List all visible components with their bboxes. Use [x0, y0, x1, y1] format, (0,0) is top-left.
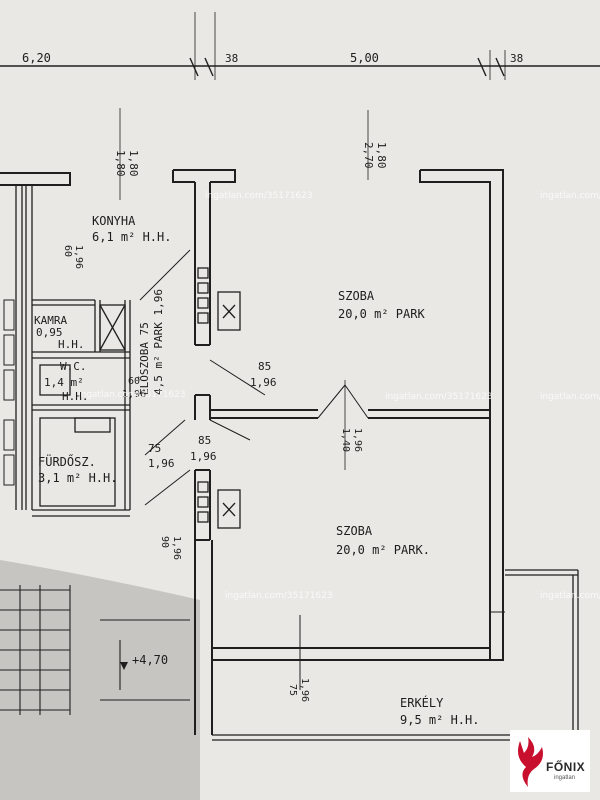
vent-blocks — [197, 267, 241, 529]
watermark-3: ingatlan.com/35171623 — [225, 591, 333, 601]
watermark-7: ingatlan.com/35171623 — [540, 591, 600, 601]
watermark-5: ingatlan.com/35171623 — [540, 191, 600, 201]
dim-kitchen-h1: 1,80 — [114, 150, 127, 177]
level-marker-symbol — [120, 662, 128, 670]
wc-name: W.C. — [60, 360, 87, 373]
bath-area: 3,1 m² H.H. — [38, 471, 117, 485]
dim-door85a-2: 1,96 — [250, 376, 277, 389]
dim-balcony-door2: 1,96 — [299, 678, 310, 702]
phoenix-icon — [518, 737, 543, 787]
door-swings — [139, 249, 505, 690]
balcony-name: ERKÉLY — [400, 695, 444, 710]
dim-room-h2: 1,80 — [375, 142, 388, 169]
watermark-4: ingatlan.com/35171623 — [78, 390, 186, 400]
bath-name: FÜRDŐSZ. — [38, 453, 96, 469]
dim-balcony-door1: 75 — [287, 684, 298, 696]
dim-room-door2: 1,96 — [352, 428, 363, 452]
dim-bath-door2: 1,96 — [148, 457, 175, 470]
dim-room-door1: 1,40 — [340, 428, 351, 452]
room2-name: SZOBA — [336, 524, 373, 538]
watermark-2: ingatlan.com/35171623 — [385, 392, 493, 402]
wc-floor: H.H. — [62, 390, 89, 403]
dim-kitchen-h2: 1,80 — [127, 150, 140, 177]
watermark-1: ingatlan.com/35171623 — [205, 191, 313, 201]
balcony-area: 9,5 m² H.H. — [400, 713, 479, 727]
pantry-name: KAMRA — [34, 314, 67, 327]
dim-hall-door2: 1,96 — [171, 536, 182, 560]
dim-top-mid: 5,00 — [350, 51, 379, 65]
dim-wc-door2: 1,96 — [122, 389, 146, 400]
hall-area: 4,5 m² PARK 1,96 — [152, 289, 165, 395]
watermark-6: ingatlan.com/35171623 — [540, 392, 600, 402]
room1-name: SZOBA — [338, 289, 375, 303]
logo-name: FŐNIX — [546, 760, 586, 774]
dim-door85b-1: 85 — [198, 434, 211, 447]
level-label: +4,70 — [132, 653, 168, 667]
dim-pantry-door2: 1,96 — [73, 245, 84, 269]
dim-bath-door1: 75 — [148, 442, 161, 455]
pantry-floor: H.H. — [58, 338, 85, 351]
dim-top-gap2: 38 — [510, 52, 523, 65]
wc-area: 1,4 m² — [44, 376, 84, 389]
hall-name: ELŐSZOBA 75 — [137, 322, 151, 395]
dim-pantry-door1: 60 — [62, 245, 73, 257]
dim-room-h1: 2,70 — [362, 142, 375, 169]
dim-wc-door1: 60 — [128, 376, 140, 387]
dim-top-gap1: 38 — [225, 52, 238, 65]
room2-area: 20,0 m² PARK. — [336, 543, 430, 557]
dim-door85a-1: 85 — [258, 360, 271, 373]
room1-area: 20,0 m² PARK — [338, 307, 425, 321]
dim-top-left: 6,20 — [22, 51, 51, 65]
photo-shadow — [0, 560, 200, 800]
walls — [0, 169, 504, 735]
dim-door85b-2: 1,96 — [190, 450, 217, 463]
logo-sub: ingatlan — [554, 775, 576, 781]
dim-hall-door1: 90 — [159, 536, 170, 548]
staircase — [0, 585, 190, 715]
kitchen-area: 6,1 m² H.H. — [92, 230, 171, 244]
kitchen-name: KONYHA — [92, 214, 136, 228]
pantry-area: 0,95 — [36, 326, 63, 339]
left-rooms — [3, 185, 131, 517]
fonix-logo: FŐNIX ingatlan — [510, 730, 590, 792]
